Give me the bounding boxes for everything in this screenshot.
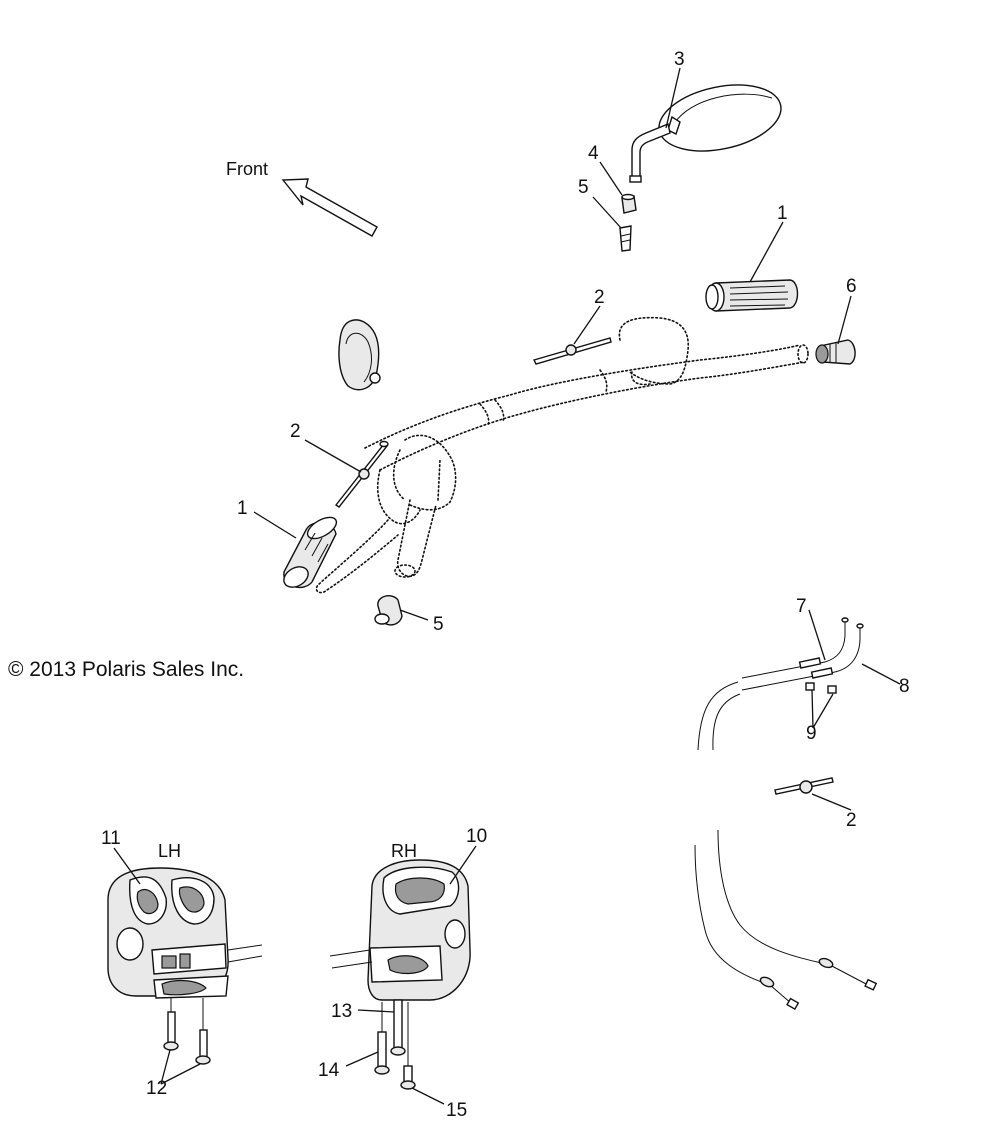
callout-2: 2 xyxy=(846,810,857,831)
callout-10: 10 xyxy=(466,826,487,847)
cable-tie-lower xyxy=(774,777,834,795)
cable-tie-left xyxy=(334,440,389,508)
callout-15: 15 xyxy=(446,1100,467,1121)
throttle-cables xyxy=(694,617,878,1011)
mirror-adapter-stud xyxy=(619,225,632,252)
front-label: Front xyxy=(226,159,268,179)
screw-15 xyxy=(400,1065,416,1090)
callout-12: 12 xyxy=(146,1078,167,1099)
callout-2: 2 xyxy=(594,287,605,308)
callout-9: 9 xyxy=(806,723,817,744)
switch-housing-right xyxy=(329,859,471,1001)
bar-end-left xyxy=(374,595,403,626)
rh-label: RH xyxy=(391,841,417,861)
screw-13 xyxy=(390,999,406,1056)
callout-4: 4 xyxy=(588,143,599,164)
callout-6: 6 xyxy=(846,276,857,297)
callout-1: 1 xyxy=(777,203,788,224)
callout-5: 5 xyxy=(433,614,444,635)
mirror-nut xyxy=(621,193,637,214)
screw-12b xyxy=(195,1029,211,1065)
mirror-right xyxy=(629,84,782,183)
callout-7: 7 xyxy=(796,596,807,617)
callout-13: 13 xyxy=(331,1001,352,1022)
cable-tie-upper xyxy=(532,337,612,365)
callout-3: 3 xyxy=(674,49,685,70)
callout-11: 11 xyxy=(101,828,121,849)
leader-lines xyxy=(113,67,901,1105)
grip-left xyxy=(283,516,338,589)
mirror-left xyxy=(338,319,381,391)
lh-label: LH xyxy=(158,841,181,861)
screw-12a xyxy=(163,1011,179,1051)
handlebar xyxy=(315,316,809,594)
callout-14: 14 xyxy=(318,1060,340,1081)
front-arrow xyxy=(281,178,378,237)
callout-2: 2 xyxy=(290,421,301,442)
copyright-text: © 2013 Polaris Sales Inc. xyxy=(8,658,244,681)
switch-housing-left xyxy=(107,867,263,999)
grip-right xyxy=(705,279,799,312)
callout-1: 1 xyxy=(237,498,248,519)
bar-end-right xyxy=(815,339,856,365)
callout-5: 5 xyxy=(578,177,589,198)
callout-8: 8 xyxy=(899,676,910,697)
